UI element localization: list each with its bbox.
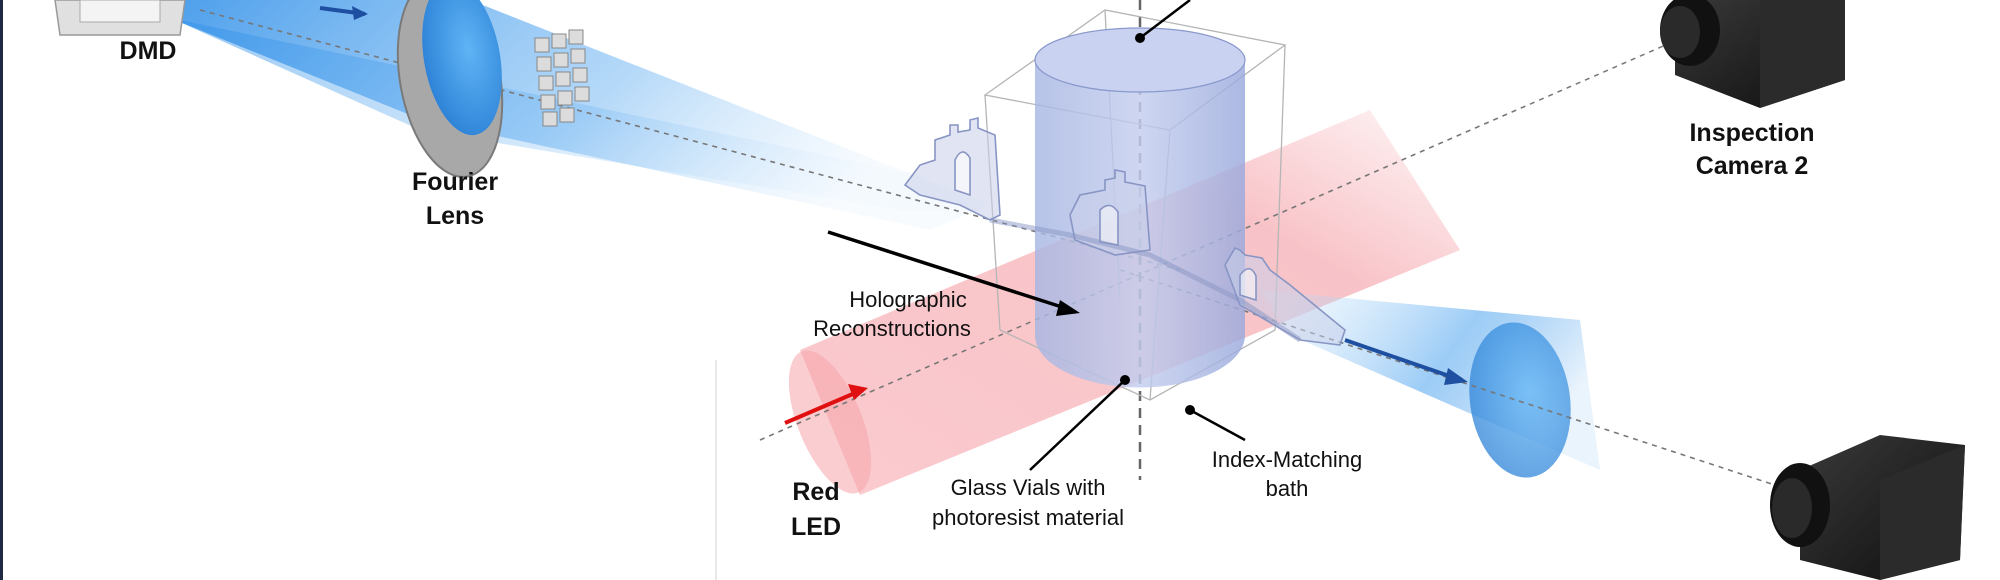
- glass-vials-label-line1: Glass Vials with: [951, 475, 1106, 500]
- leader-lines: [1029, 0, 1246, 471]
- fourier-lens-icon: [396, 0, 504, 178]
- inspection-camera-2-label-line2: Camera 2: [1696, 152, 1809, 180]
- red-led-label-line1: Red: [792, 478, 839, 506]
- holographic-label-line1: Holographic: [849, 287, 966, 312]
- castle-hologram-icon: [903, 116, 1346, 346]
- holographic-label-line2: Reconstructions: [813, 316, 971, 341]
- index-matching-label-line2: bath: [1266, 476, 1309, 501]
- camera-icon: [1770, 435, 1965, 580]
- fourier-lens-label-line1: Fourier: [412, 168, 498, 196]
- fourier-lens-label-line2: Lens: [426, 202, 484, 230]
- leader-dots: [1120, 33, 1195, 415]
- projection-beam-out: [1260, 290, 1600, 478]
- imaging-lens-icon: [1469, 322, 1571, 478]
- beam-direction-arrows: [319, 6, 1468, 425]
- index-matching-label-line1: Index-Matching: [1212, 447, 1362, 472]
- inspection-camera-2-label-line1: Inspection: [1689, 119, 1814, 147]
- left-frame-edge: [0, 0, 3, 580]
- red-led-label-line2: LED: [791, 513, 841, 541]
- dmd-device-icon: [54, 0, 186, 36]
- glass-vials-label-line2: photoresist material: [932, 505, 1124, 530]
- camera-icon: [1660, 0, 1845, 108]
- pixel-pattern-icon: [534, 29, 590, 127]
- dmd-label: DMD: [120, 37, 177, 65]
